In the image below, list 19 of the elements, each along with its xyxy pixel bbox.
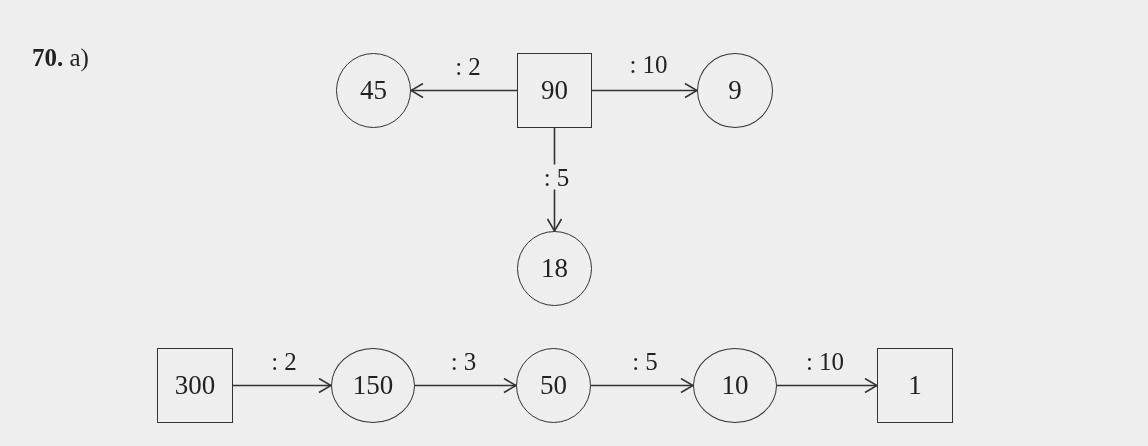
number-text: 9 xyxy=(728,77,742,104)
number-text: 1 xyxy=(908,372,922,399)
number-text: 90 xyxy=(541,77,568,104)
arrow xyxy=(414,377,517,394)
arrow xyxy=(410,82,518,99)
number-text: 300 xyxy=(174,372,216,399)
arrow xyxy=(776,377,878,394)
arrow xyxy=(591,82,698,99)
number-text: 18 xyxy=(541,255,568,282)
number-text: 45 xyxy=(360,77,387,104)
number-square xyxy=(877,348,953,423)
exercise-number: 70. а) xyxy=(32,45,89,70)
number-text: 150 xyxy=(352,372,394,399)
arrow xyxy=(590,377,694,394)
number-text: 10 xyxy=(721,372,749,399)
number-square xyxy=(517,53,592,128)
number-text: 50 xyxy=(540,372,567,399)
arrow xyxy=(232,377,332,394)
number-square xyxy=(157,348,233,423)
